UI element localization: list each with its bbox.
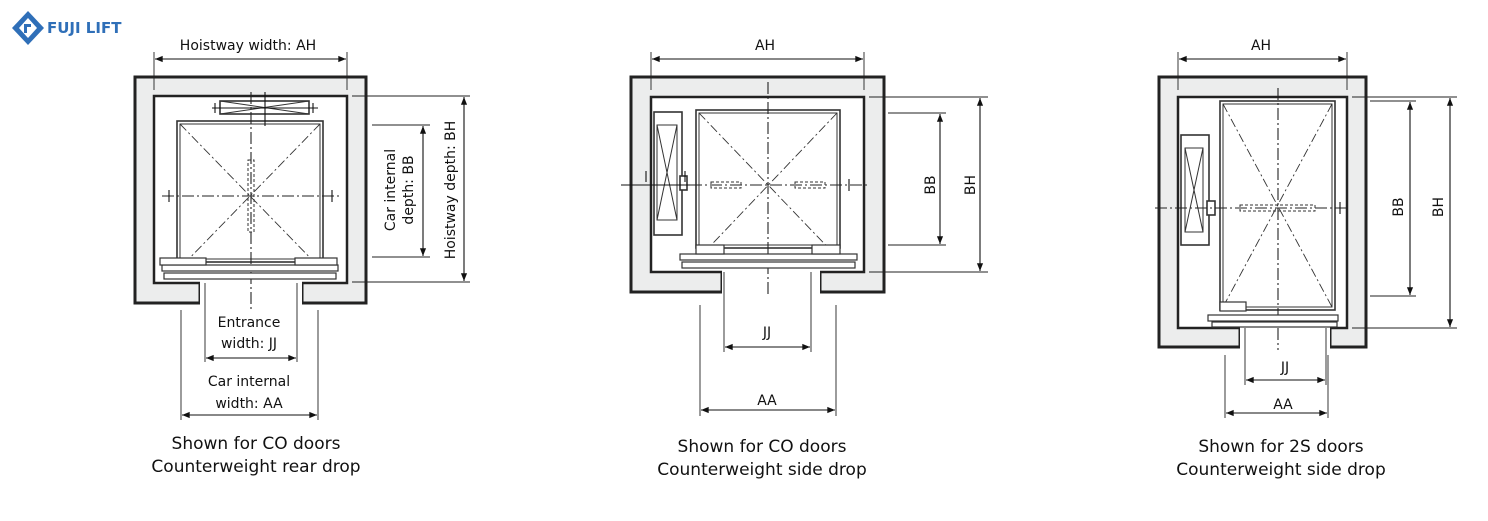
- label-bb: BB: [1391, 197, 1407, 216]
- label-bb: BB: [923, 175, 939, 194]
- car: [176, 120, 324, 263]
- label-ah: Hoistway width: AH: [180, 38, 316, 54]
- door-sills: [1207, 301, 1339, 328]
- counterweight: [645, 111, 688, 236]
- door-sills: [679, 244, 858, 269]
- door-sills: [159, 257, 339, 280]
- logo-diamond-icon: [12, 11, 44, 45]
- label-aa-line2: width: AA: [215, 396, 283, 412]
- caption-line2: Counterweight side drop: [1176, 460, 1386, 480]
- label-jj-line1: Entrance: [218, 315, 281, 331]
- caption-line2: Counterweight rear drop: [151, 457, 360, 477]
- caption-line2: Counterweight side drop: [657, 460, 867, 480]
- fuji-lift-logo: FUJI LIFT: [12, 11, 122, 45]
- counterweight: [212, 92, 318, 126]
- label-bh: BH: [1431, 197, 1447, 217]
- label-bb-line2: depth: BB: [401, 155, 417, 224]
- caption-line1: Shown for 2S doors: [1198, 437, 1363, 457]
- label-jj: JJ: [1280, 360, 1289, 376]
- label-ah: AH: [1251, 38, 1271, 54]
- label-jj: JJ: [762, 325, 771, 341]
- diagram-side-drop-2s: AH BB BH JJ AA Shown for 2S doors Counte…: [1155, 38, 1457, 480]
- diagram-rear-drop: Hoistway width: AH Car internal depth: B…: [133, 38, 470, 477]
- logo-text: FUJI LIFT: [47, 19, 122, 37]
- label-bh: Hoistway depth: BH: [443, 121, 459, 260]
- label-jj-line2: width: JJ: [221, 336, 277, 352]
- label-bb-line1: Car internal: [383, 149, 399, 231]
- diagram-side-drop-co: AH BB BH JJ AA Shown for CO doors Counte…: [621, 38, 988, 480]
- label-ah: AH: [755, 38, 775, 54]
- label-aa: AA: [757, 393, 777, 409]
- caption-line1: Shown for CO doors: [678, 437, 847, 457]
- label-bh: BH: [963, 175, 979, 195]
- caption-line1: Shown for CO doors: [172, 434, 341, 454]
- label-aa-line1: Car internal: [208, 374, 290, 390]
- label-aa: AA: [1273, 397, 1293, 413]
